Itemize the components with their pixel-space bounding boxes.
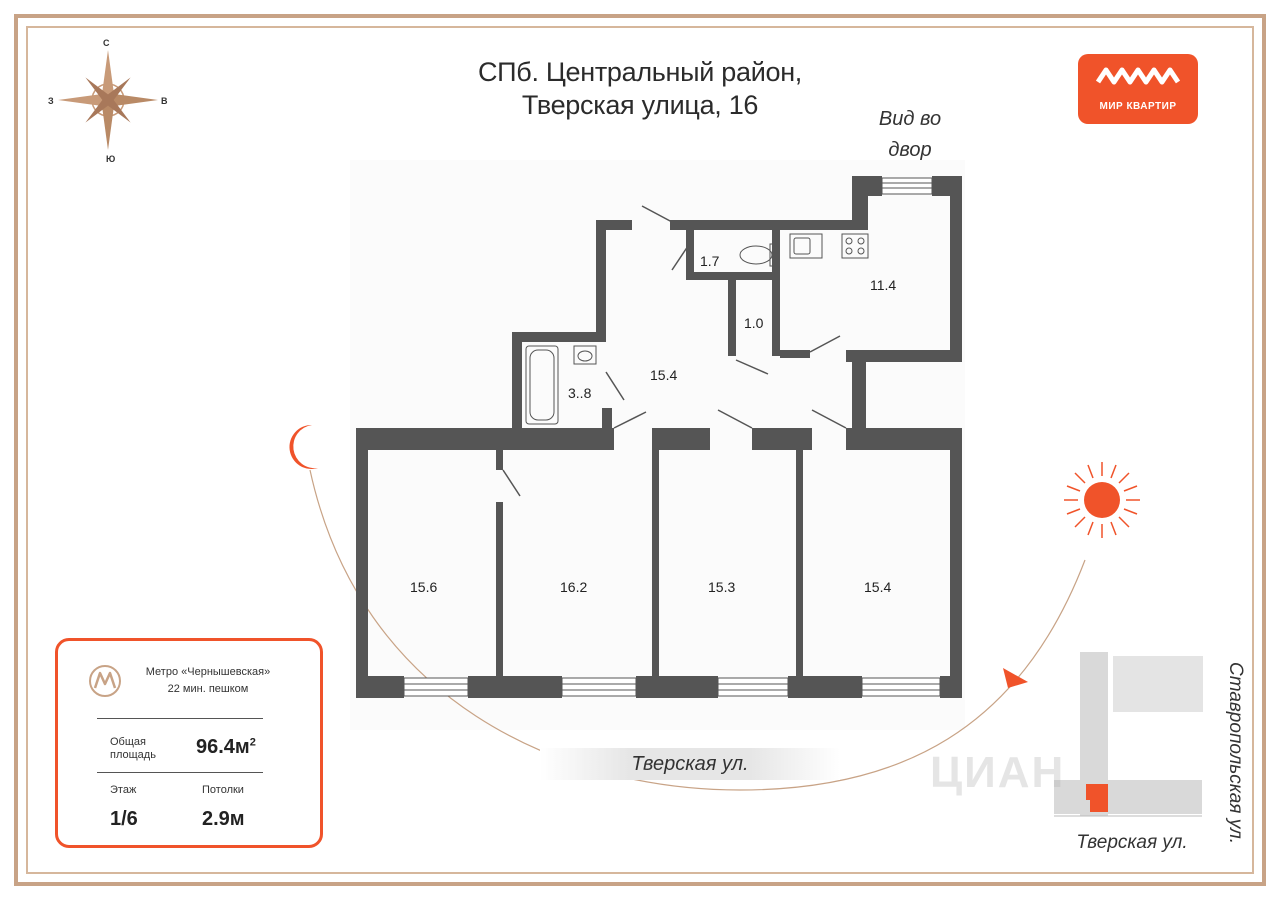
- room-area-room-4: 15.4: [864, 579, 891, 595]
- minimap-street-label-right: Ставропольская ул.: [1225, 661, 1246, 844]
- total-area-label-line-1: Общая: [110, 736, 146, 748]
- ceiling-label: Потолки: [202, 784, 244, 796]
- total-area-unit-sup: 2: [249, 736, 256, 749]
- total-area-number: 96.4м: [196, 736, 250, 758]
- room-area-toilet: 1.7: [700, 253, 720, 269]
- logo-name: МИР КВАРТИР: [1099, 101, 1177, 112]
- floor-value: 1/6: [110, 808, 138, 830]
- windows: [403, 177, 941, 697]
- room-area-hall: 15.4: [650, 367, 677, 383]
- metro-walk-time: 22 мин. пешком: [167, 683, 249, 695]
- moon-icon: [289, 424, 318, 469]
- sun-path-arrow-icon: [1003, 668, 1028, 688]
- view-label-line-2: двор: [888, 139, 932, 161]
- compass-east-label: В: [161, 96, 168, 106]
- sun-icon: [1064, 462, 1140, 538]
- bathtub-icon: [525, 345, 559, 425]
- room-area-closet: 1.0: [744, 315, 764, 331]
- room-area-kitchen: 11.4: [870, 277, 896, 293]
- total-area-label-line-2: площадь: [110, 749, 156, 761]
- room-area-room-3: 15.3: [708, 579, 735, 595]
- floor-label: Этаж: [110, 784, 137, 796]
- compass-north-label: С: [103, 38, 110, 48]
- compass-south-label: Ю: [106, 154, 116, 164]
- stove-icon: [841, 233, 869, 259]
- metro-info: Метро «Чернышевская» 22 мин. пешком: [108, 664, 308, 698]
- doors: [502, 205, 847, 497]
- room-area-room-1: 15.6: [410, 579, 437, 595]
- info-divider-2: [97, 772, 263, 773]
- outer-frame: [14, 14, 1266, 886]
- logo-icon: [1078, 54, 1198, 124]
- total-area-label: Общая площадь: [110, 736, 156, 762]
- title-line-1: СПб. Центральный район,: [477, 57, 803, 87]
- compass-west-label: З: [48, 96, 54, 106]
- sun-path-arc: [309, 469, 1086, 791]
- view-courtyard-label: Вид во двор: [862, 104, 958, 166]
- toilet-icon: [739, 243, 779, 267]
- inner-frame: [26, 26, 1254, 874]
- apartment-location-marker: [1086, 784, 1108, 812]
- kitchen-sink-icon: [789, 233, 823, 259]
- info-divider-1: [97, 718, 263, 719]
- metro-logo-icon: [89, 665, 121, 697]
- title-line-2: Тверская улица, 16: [521, 90, 759, 120]
- total-area-value: 96.4м2: [196, 736, 256, 759]
- walls: [356, 176, 962, 698]
- compass-rose-icon: [58, 50, 158, 150]
- page-title: СПб. Центральный район, Тверская улица, …: [420, 56, 860, 122]
- street-label-bottom: Тверская ул.: [540, 748, 840, 780]
- sink-icon: [573, 345, 597, 365]
- room-area-room-2: 16.2: [560, 579, 587, 595]
- location-minimap: [1054, 652, 1203, 817]
- room-area-bathroom: 3..8: [568, 385, 592, 401]
- ceiling-value: 2.9м: [202, 808, 245, 830]
- metro-station-name: Метро «Чернышевская»: [145, 666, 271, 678]
- minimap-street-label-bottom: Тверская ул.: [1076, 832, 1188, 853]
- watermark-text: ЦИАН: [930, 748, 1066, 797]
- view-label-line-1: Вид во: [878, 108, 942, 130]
